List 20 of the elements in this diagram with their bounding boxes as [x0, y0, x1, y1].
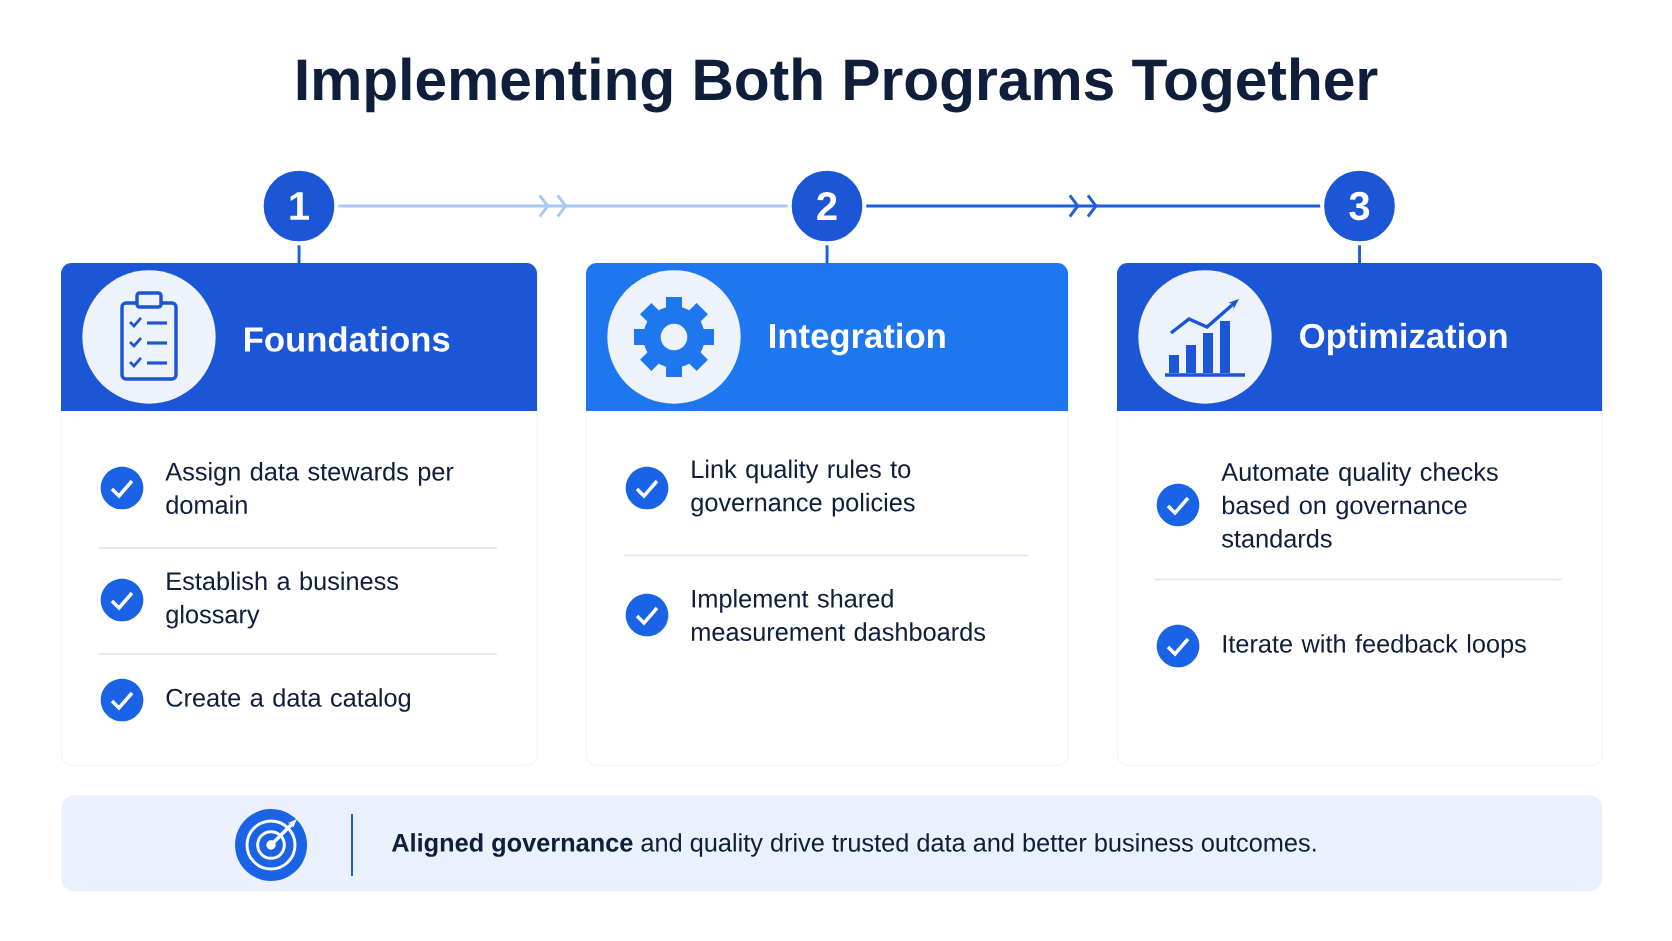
list-item: Establish a business glossary	[166, 571, 399, 629]
connector	[297, 245, 301, 263]
connector	[1358, 245, 1362, 263]
list-item: Automate quality checks based on governance standards	[1221, 462, 1498, 548]
card-heading: Foundations	[245, 326, 450, 352]
card-heading: Optimization	[1300, 322, 1507, 356]
list-item: Iterate with feedback loops	[1223, 634, 1526, 658]
summary-text: Aligned governance and quality drive trusted data and better business outcomes.	[391, 833, 1316, 857]
connector	[338, 194, 788, 218]
list-item: Assign data stewards per domain	[165, 462, 454, 514]
card-heading: Integration	[770, 322, 945, 356]
connector	[866, 194, 1321, 218]
list-item: Link quality rules to governance policies	[691, 459, 915, 517]
step-number: 3	[1320, 166, 1399, 246]
list-item: Implement shared measurement dashboards	[691, 589, 985, 641]
title: Implementing Both Programs Together	[297, 57, 1378, 113]
list-item: Create a data catalog	[166, 688, 410, 712]
step-number: 1	[259, 166, 339, 246]
connector	[825, 245, 829, 263]
step-number: 2	[787, 166, 867, 246]
